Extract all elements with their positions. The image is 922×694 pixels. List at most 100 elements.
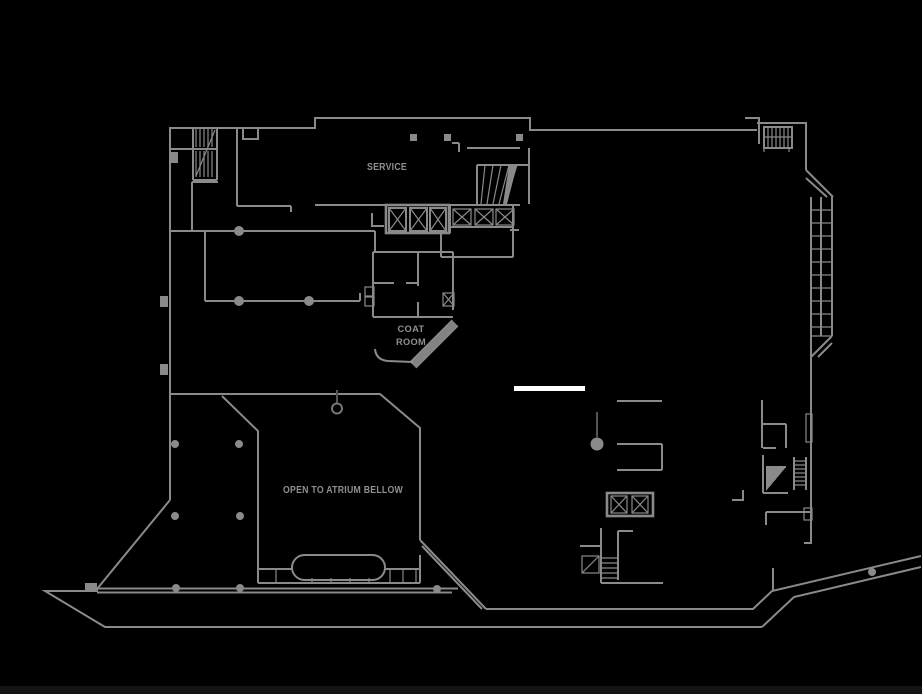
room-wall (580, 528, 663, 584)
wall-corner-bracket (732, 490, 744, 501)
curtain-wall-mullions (820, 197, 833, 336)
column-dot (236, 512, 244, 520)
outer-boundary-walls (41, 117, 807, 628)
stair-treads-icon (764, 128, 792, 147)
column-dot (234, 226, 244, 236)
room-partition-wall (191, 181, 218, 231)
south-west-wall (41, 499, 762, 628)
stair-box (581, 555, 600, 574)
wall-pier (171, 152, 178, 163)
shaft-box (364, 286, 375, 297)
east-rooms (732, 400, 813, 525)
atrium-railing-edge (221, 395, 259, 560)
service-elevator-pair (605, 491, 655, 518)
column-dot (304, 296, 314, 306)
south-stair (581, 555, 618, 579)
ramp-edge-lines (409, 319, 459, 369)
column-dot (868, 568, 876, 576)
pendant-light-icon (590, 437, 604, 451)
elevator-lobby-south-wall (440, 233, 513, 258)
column-dot (235, 440, 243, 448)
coat-room-wall (372, 251, 454, 318)
service-stair-treads-icon (480, 164, 518, 205)
elevator-car-symbol (429, 207, 447, 232)
column-dot (433, 585, 441, 593)
room-wall (204, 231, 361, 302)
stair-treads-icon (601, 557, 618, 579)
walkway-edge-lines (97, 587, 458, 594)
pendant-ring-icon (331, 402, 343, 415)
north-west-wall (169, 117, 757, 500)
northwest-stair (170, 128, 218, 181)
elevator-car-symbol (495, 208, 515, 226)
wall-recess (242, 127, 259, 140)
coat-room: COAT ROOM (364, 251, 459, 369)
ramp-symbol (410, 320, 458, 368)
elevator-shaft-wall (605, 491, 655, 518)
wall-niche (805, 413, 813, 443)
facade-corner-diagonal (805, 169, 834, 198)
elevator-car-symbol (409, 207, 428, 232)
column-square (516, 134, 523, 141)
elevator-end-wall (450, 204, 519, 257)
walkway-diagonal (419, 539, 487, 610)
atrium: OPEN TO ATRIUM BELLOW (170, 390, 421, 584)
coat-room-label-line1: COAT (398, 324, 425, 334)
corridor-wall (765, 511, 812, 525)
column-dot (171, 512, 179, 520)
stair-treads-icon (766, 472, 781, 486)
desk-ticks (311, 578, 370, 584)
shaft-x-symbol (442, 292, 455, 307)
column-dot (172, 584, 180, 592)
service-stair-fill (503, 165, 517, 204)
northwest-rooms (160, 127, 292, 375)
reception-desk (291, 554, 386, 581)
atrium-railing (257, 555, 421, 584)
east-facade (763, 126, 834, 544)
structural-columns (171, 226, 876, 593)
stair-run-line (195, 129, 216, 177)
shaft-box (364, 296, 375, 307)
service-room-label: SERVICE (367, 162, 407, 173)
counter-outline (617, 443, 663, 471)
column-square (444, 134, 451, 141)
column-square (410, 134, 417, 141)
stair-enclosure-wall (192, 128, 218, 181)
elevator-car-symbol (452, 208, 472, 226)
bottom-edge-strip (0, 686, 922, 694)
terrace-outer-edge (761, 566, 922, 628)
column-dot (236, 584, 244, 592)
stair-run-line (581, 555, 600, 574)
elevator-car-symbol (610, 495, 628, 514)
curved-wall (374, 348, 414, 363)
service-partition-wall (452, 142, 520, 152)
elevator-car-symbol (388, 207, 407, 232)
service-stair-wall (476, 164, 529, 204)
highlight-bar (514, 386, 585, 391)
wall-pier (160, 364, 168, 375)
wall-pier (160, 296, 168, 307)
south-center-rooms (580, 400, 663, 584)
wall-niche (803, 507, 813, 521)
north-east-wall (757, 122, 807, 170)
northeast-stair (763, 126, 793, 152)
north-east-notch-wall (745, 117, 760, 144)
atrium-slab-edge (170, 393, 421, 540)
stair-treads-icon (794, 460, 806, 486)
column-dot (234, 296, 244, 306)
facade-corner-diagonal (810, 335, 833, 358)
railing-posts (275, 569, 417, 583)
elevator-car-symbol (474, 208, 494, 226)
east-stair (762, 455, 807, 494)
terrace-edges (97, 539, 922, 628)
coat-room-label-line2: ROOM (396, 337, 426, 347)
terrace-inner-edge (486, 555, 922, 610)
elevator-wall-hook (371, 213, 384, 227)
service-area: SERVICE (315, 134, 530, 206)
west-room-walls (170, 230, 376, 302)
room-wall (170, 230, 376, 253)
wall-pier (85, 583, 97, 592)
room-wall (761, 400, 787, 449)
curtain-wall-rungs (811, 209, 832, 337)
